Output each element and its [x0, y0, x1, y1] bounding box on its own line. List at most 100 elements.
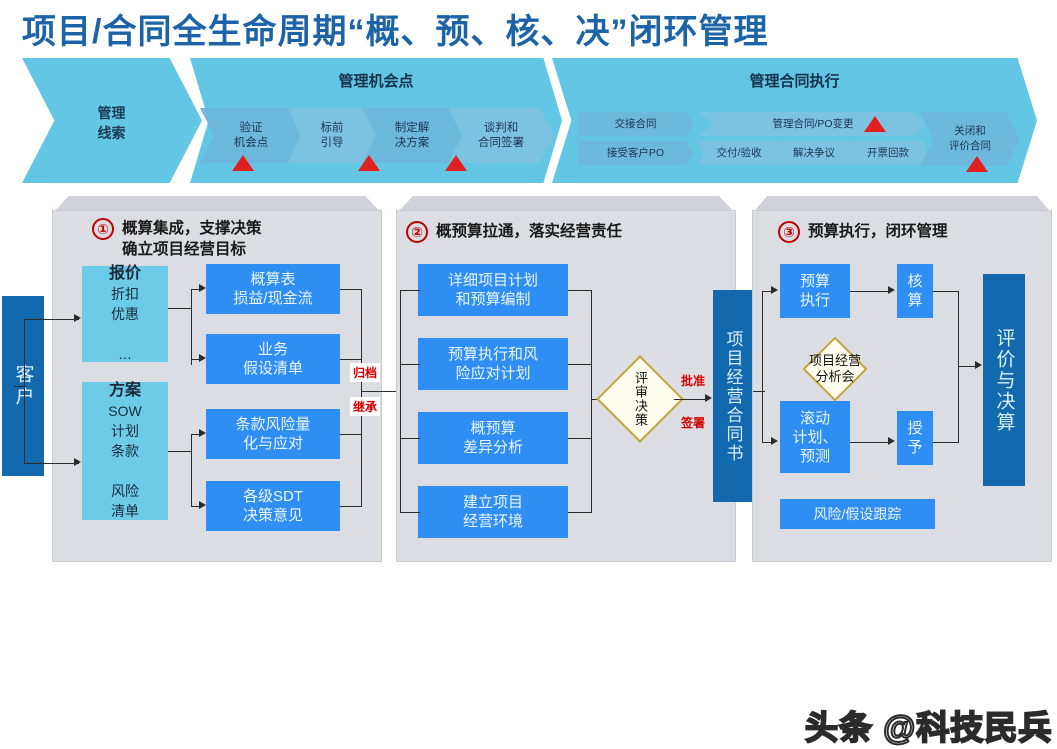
panel-2-box-label: 概预算 差异分析: [462, 420, 523, 456]
panel-1-output-sdt-decision: 各级SDT 决策意见: [206, 481, 340, 531]
panel-3-box-label: 风险/假设跟踪: [813, 505, 902, 522]
panel-1-edge-label-archive: 归档: [350, 363, 381, 382]
panel-1-heading-text: 概算集成，支撑决策 确立项目经营目标: [122, 220, 262, 258]
panel-2-box-detail-plan: 详细项目计划 和预算编制: [418, 264, 568, 316]
banner-step-make-solution[interactable]: 制定解 决方案: [362, 108, 462, 163]
panel-3-box-label: 授 予: [907, 420, 923, 456]
banner-group-title-opportunity: 管理机会点: [338, 73, 414, 90]
banner-step-label: 标前 引导: [320, 121, 344, 149]
arrow: [199, 354, 206, 362]
panel-3-box-rolling-plan: 滚动 计划、 预测: [780, 401, 850, 473]
connector: [762, 291, 764, 443]
arrow: [888, 286, 895, 294]
connector: [400, 290, 420, 292]
connector: [191, 359, 203, 361]
panel-2-decision-label: 评审决策: [633, 371, 648, 427]
watermark: 头条 @科技民兵: [804, 708, 1053, 747]
banner-step-label: 制定解 决方案: [394, 121, 430, 149]
banner-step-invoice-collection[interactable]: 开票回款: [848, 141, 928, 165]
panel-1-output-label: 条款风险量 化与应对: [235, 416, 311, 452]
connector: [24, 319, 26, 464]
connector: [191, 434, 193, 506]
panel-1-edge-label-inherit: 继承: [350, 397, 381, 416]
panel-2-label-sign: 签署: [681, 416, 706, 430]
panel-2-box-variance-analysis: 概预算 差异分析: [418, 412, 568, 464]
connector: [568, 290, 592, 292]
banner-step-accept-customer-po[interactable]: 接受客户PO: [578, 141, 693, 165]
arrow: [74, 314, 81, 322]
connector: [340, 359, 362, 361]
arrow: [199, 429, 206, 437]
connector: [850, 291, 890, 293]
connector: [568, 438, 592, 440]
panel-3-heading: ③ 预算执行，闭环管理: [778, 221, 1057, 243]
banner-marker-triangle: [232, 155, 254, 171]
connector: [24, 463, 79, 465]
connector: [340, 289, 362, 291]
connector: [762, 368, 764, 370]
connector: [591, 290, 593, 512]
panel-2-box-label: 建立项目 经营环境: [462, 494, 523, 530]
connector: [24, 319, 79, 321]
diagram-body: 客户 ① 概算集成，支撑决策 确立项目经营目标 报价 折扣 优惠 … 方案 SO…: [0, 196, 1057, 747]
banner-step-label: 交付/验收: [716, 146, 762, 159]
connector: [400, 512, 420, 514]
lifecycle-banner: 管理机会点 管理合同执行 管理 线索 验证 机会点 标前 引导 制定解 决方案 …: [0, 58, 1057, 196]
connector: [14, 386, 26, 388]
panel-2-output-contract-label: 项目经营合同书: [723, 329, 743, 463]
connector: [762, 442, 774, 444]
banner-step-resolve-dispute[interactable]: 解决争议: [775, 141, 853, 165]
connector: [168, 451, 192, 453]
panel-3-box-label: 核 算: [907, 273, 923, 309]
banner-step-label: 交接合同: [614, 117, 657, 130]
connector: [850, 442, 890, 444]
panel-3-box-grant: 授 予: [897, 411, 933, 465]
arrow: [74, 458, 81, 466]
connector: [191, 289, 193, 365]
connector: [568, 512, 592, 514]
panel-1-shadow: [52, 196, 382, 214]
banner-step-handover-contract[interactable]: 交接合同: [578, 112, 693, 136]
connector: [400, 290, 402, 512]
banner-step-delivery-acceptance[interactable]: 交付/验收: [698, 141, 780, 165]
panel-3-heading-text: 预算执行，闭环管理: [808, 223, 948, 240]
panel-3-output-evaluation-label: 评价与决算: [993, 327, 1015, 433]
banner-step-label: 关闭和 评价合同: [949, 125, 991, 152]
panel-1-output-term-risk: 条款风险量 化与应对: [206, 409, 340, 459]
banner-step-manage-contract-po-change[interactable]: 管理合同/PO变更: [698, 112, 928, 136]
panel-3-output-evaluation-box: 评价与决算: [983, 274, 1025, 486]
panel-3-box-label: 预算 执行: [799, 273, 830, 309]
panel-1-heading: ① 概算集成，支撑决策 确立项目经营目标: [92, 218, 377, 260]
connector: [674, 399, 708, 401]
banner-step-verify-opportunity[interactable]: 验证 机会点: [200, 108, 302, 163]
panel-3-box-label: 滚动 计划、 预测: [792, 409, 838, 465]
arrow: [888, 437, 895, 445]
connector: [568, 364, 592, 366]
title-bar: 项目/合同全生命周期“概、预、核、决”闭环管理: [0, 0, 1057, 58]
connector: [191, 289, 203, 291]
connector: [400, 364, 420, 366]
panel-1-input-quote-lines: 折扣 优惠 …: [111, 286, 139, 362]
panel-2-label-approve: 批准: [681, 374, 706, 388]
banner-step-label: 开票回款: [867, 146, 909, 159]
banner-group-title-contract: 管理合同执行: [749, 73, 840, 90]
connector: [958, 366, 978, 368]
connector: [191, 434, 203, 436]
banner-step-label: 接受客户PO: [606, 146, 665, 159]
panel-1-input-solution-title: 方案: [108, 382, 141, 399]
panel-1-output-label: 各级SDT 决策意见: [242, 488, 303, 524]
panel-1-output-budget-table: 概算表 损益/现金流: [206, 264, 340, 314]
panel-2-number: ②: [406, 221, 428, 243]
panel-2-shadow: [396, 196, 736, 214]
banner-step-pre-bid-guidance[interactable]: 标前 引导: [288, 108, 376, 163]
panel-3-box-budget-execution: 预算 执行: [780, 264, 850, 318]
panel-2-heading: ② 概预算拉通，落实经营责任: [406, 221, 736, 243]
connector: [933, 442, 959, 444]
panel-2-box-build-environment: 建立项目 经营环境: [418, 486, 568, 538]
arrow: [975, 361, 982, 369]
banner-step-label: 谈判和 合同签署: [478, 121, 524, 149]
panel-2-heading-text: 概预算拉通，落实经营责任: [436, 223, 623, 240]
banner-step-negotiate-sign[interactable]: 谈判和 合同签署: [448, 108, 554, 163]
connector: [400, 438, 420, 440]
banner-marker-triangle: [864, 116, 886, 132]
